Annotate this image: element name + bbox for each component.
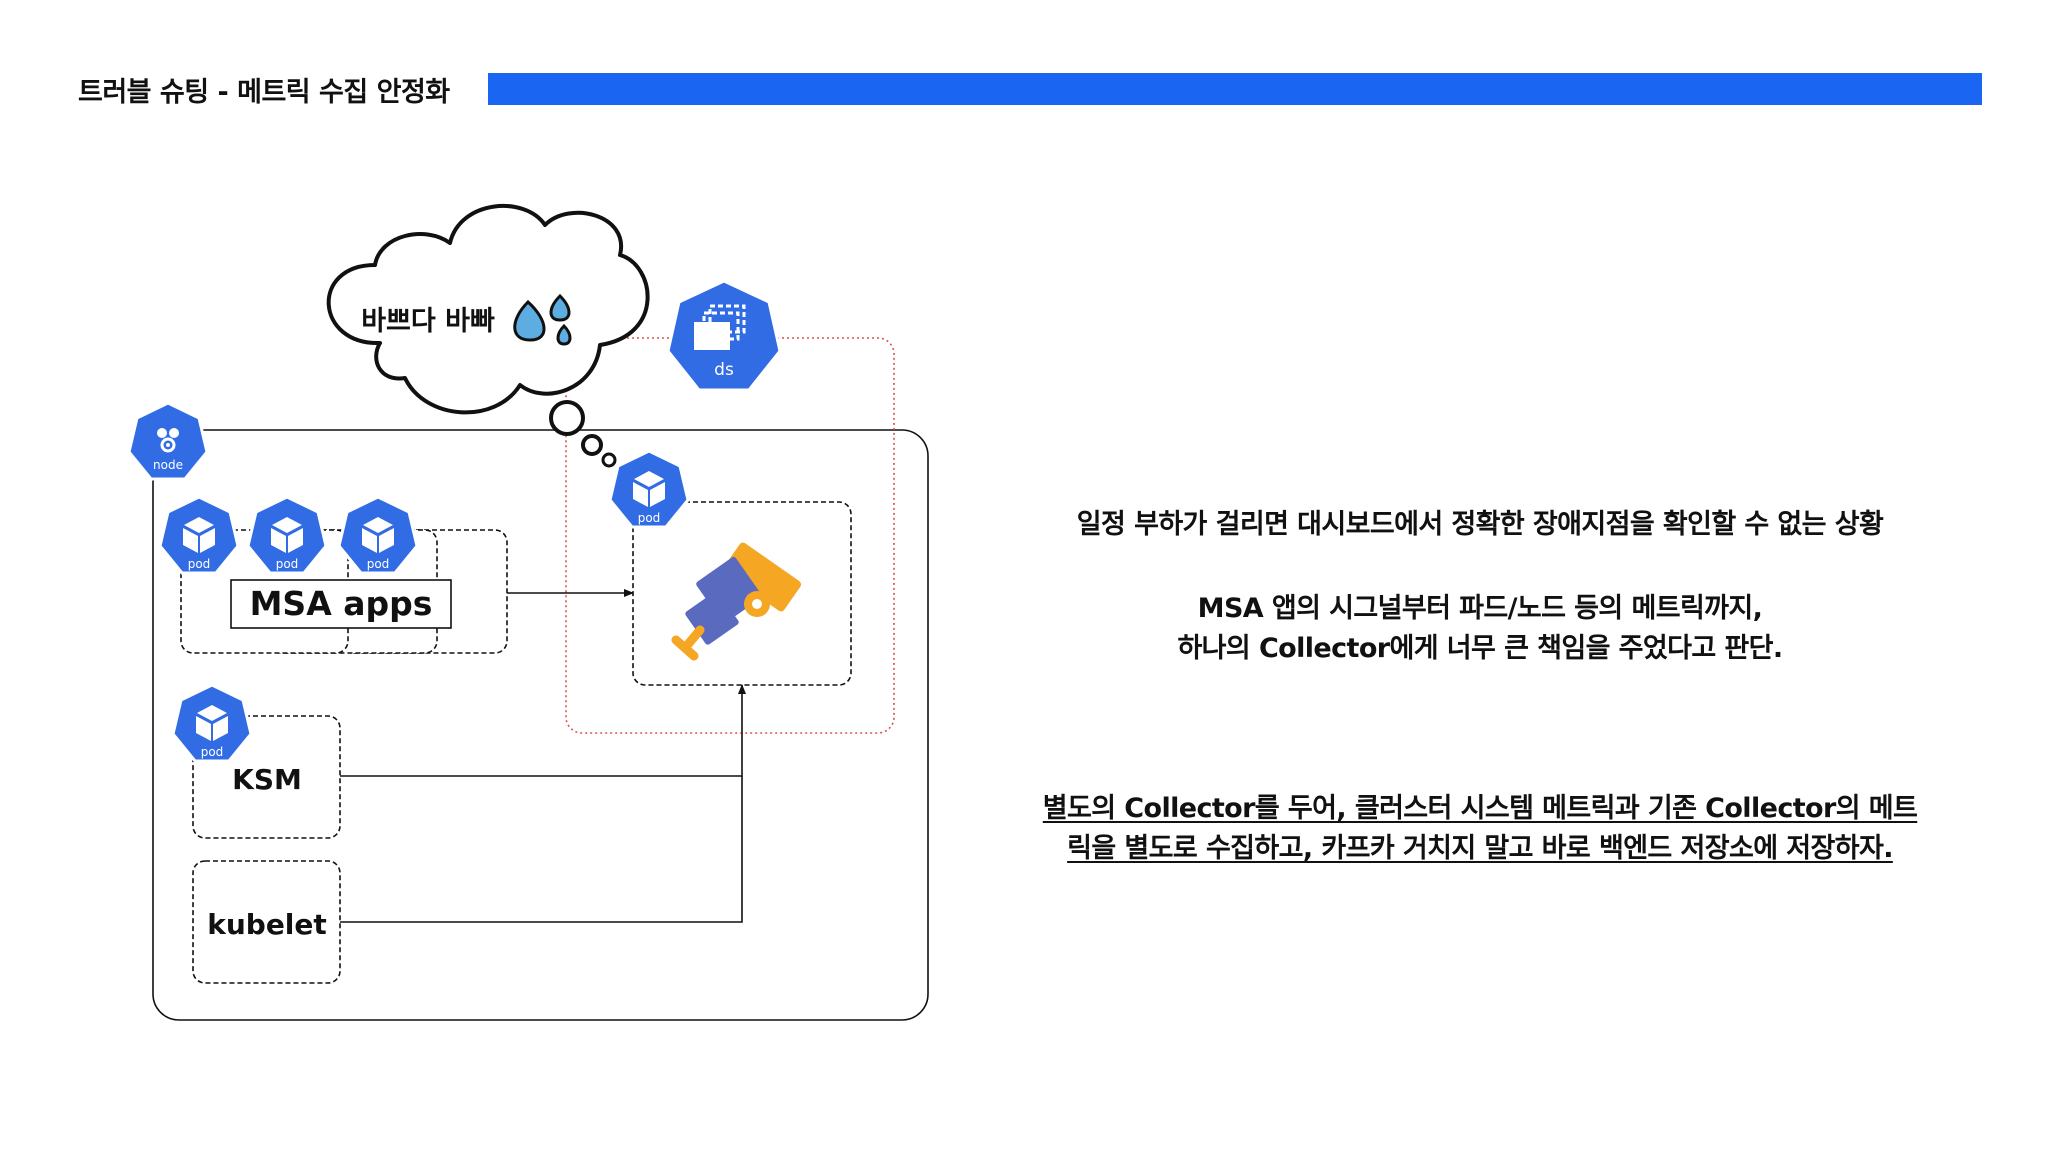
slide-title: 트러블 슈팅 - 메트릭 수집 안정화 [78,77,450,108]
thought-bubble: 바쁘다 바빠 [326,204,650,468]
kubelet-to-collector-line [340,776,743,923]
solution-text: 별도의 Collector를 두어, 클러스터 시스템 메트릭과 기존 Coll… [1010,789,1950,869]
ksm-label: KSM [232,763,302,796]
problem-line: 일정 부하가 걸리면 대시보드에서 정확한 장애지점을 확인할 수 없는 상황 [1076,509,1884,540]
pod-hex-label: pod [638,511,661,525]
pod-hex-label: pod [367,557,390,571]
pod-hex-label: pod [276,557,299,571]
node-box [152,429,929,1021]
pod-hex-icon: pod [171,683,253,763]
pod-hex-label: pod [188,557,211,571]
pod-hex-icon: pod [608,449,690,529]
ds-hex-label: ds [714,360,734,380]
kubelet-box [192,860,341,984]
problem-text: 일정 부하가 걸리면 대시보드에서 정확한 장애지점을 확인할 수 없는 상황 [1010,505,1950,545]
msa-apps-label: MSA apps [250,584,433,623]
pod-hex-icon: pod [337,495,419,575]
solution-line-1: 별도의 Collector를 두어, 클러스터 시스템 메트릭과 기존 Coll… [1042,793,1918,824]
pod-hex-label: pod [201,745,224,759]
pod-hex-icon: pod [246,495,328,575]
sweat-drops-icon [513,293,572,346]
daemonset-region [565,337,895,734]
ds-hex-icon: ds [666,279,782,392]
cause-line-1: MSA 앱의 시그널부터 파드/노드 등의 메트릭까지, [1197,593,1763,624]
cause-text: MSA 앱의 시그널부터 파드/노드 등의 메트릭까지, 하나의 Collect… [1010,589,1950,669]
kubelet-label: kubelet [207,908,327,941]
telescope-icon [671,542,802,661]
thought-bubble-text: 바쁘다 바빠 [361,306,495,337]
title-accent-bar [488,73,1982,105]
ksm-to-collector-line [340,684,746,777]
msa-apps-label-box [230,579,452,629]
solution-line-2: 릭을 별도로 수집하고, 카프카 거치지 말고 바로 백엔드 저장소에 저장하자… [1067,833,1893,864]
node-hex-icon: node [127,401,209,481]
node-hex-label: node [153,458,183,472]
cause-line-2: 하나의 Collector에게 너무 큰 책임을 주었다고 판단. [1177,633,1783,664]
pod-hex-icon: pod [158,495,240,575]
